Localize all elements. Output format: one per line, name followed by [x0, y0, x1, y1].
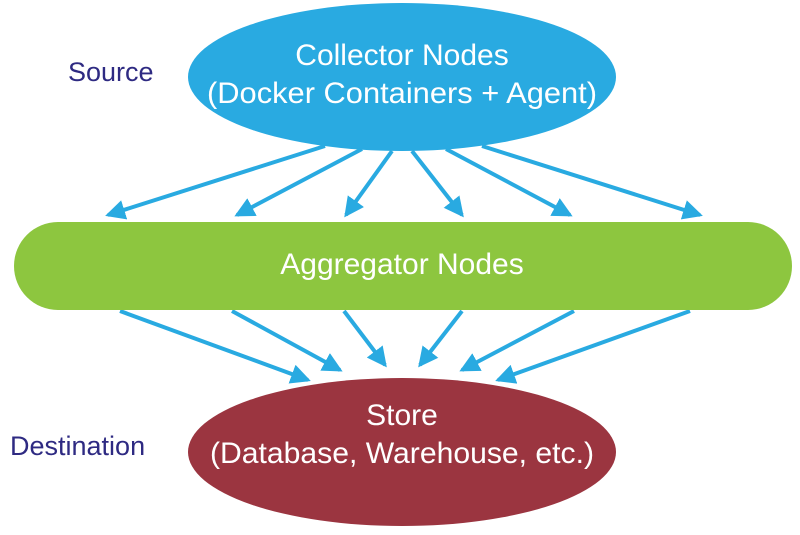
aggregator-node-shape: [14, 222, 792, 310]
aggregator-node: Aggregator Nodes: [14, 222, 792, 310]
arrow-collector-aggregator-2: [234, 147, 363, 217]
collector-node-shape: [188, 3, 616, 151]
store-node: Store (Database, Warehouse, etc.): [188, 378, 616, 526]
source-label: Source: [68, 57, 154, 87]
arrow-collector-aggregator-5: [445, 147, 573, 217]
arrow-aggregator-store-2: [231, 309, 343, 372]
collector-node-subtitle: (Docker Containers + Agent): [207, 77, 597, 110]
arrow-collector-aggregator-6: [481, 144, 703, 220]
aggregator-node-label: Aggregator Nodes: [280, 248, 524, 281]
collector-node: Collector Nodes (Docker Containers + Age…: [188, 3, 616, 151]
destination-label: Destination: [10, 431, 145, 461]
arrow-aggregator-store-6: [495, 309, 691, 384]
arrow-aggregator-store-5: [459, 309, 575, 372]
arrow-aggregator-store-3: [342, 309, 387, 368]
arrow-collector-aggregator-1: [105, 144, 326, 220]
store-node-title: Store: [366, 399, 438, 432]
arrow-aggregator-store-4: [418, 309, 464, 368]
collector-to-aggregator-arrows: [105, 144, 703, 220]
store-node-subtitle: (Database, Warehouse, etc.): [210, 437, 594, 470]
arrow-collector-aggregator-4: [410, 149, 464, 218]
arrow-collector-aggregator-3: [344, 149, 394, 218]
arrow-aggregator-store-1: [119, 309, 311, 384]
store-node-shape: [188, 378, 616, 526]
collector-node-title: Collector Nodes: [295, 39, 508, 72]
aggregator-to-store-arrows: [119, 309, 691, 384]
